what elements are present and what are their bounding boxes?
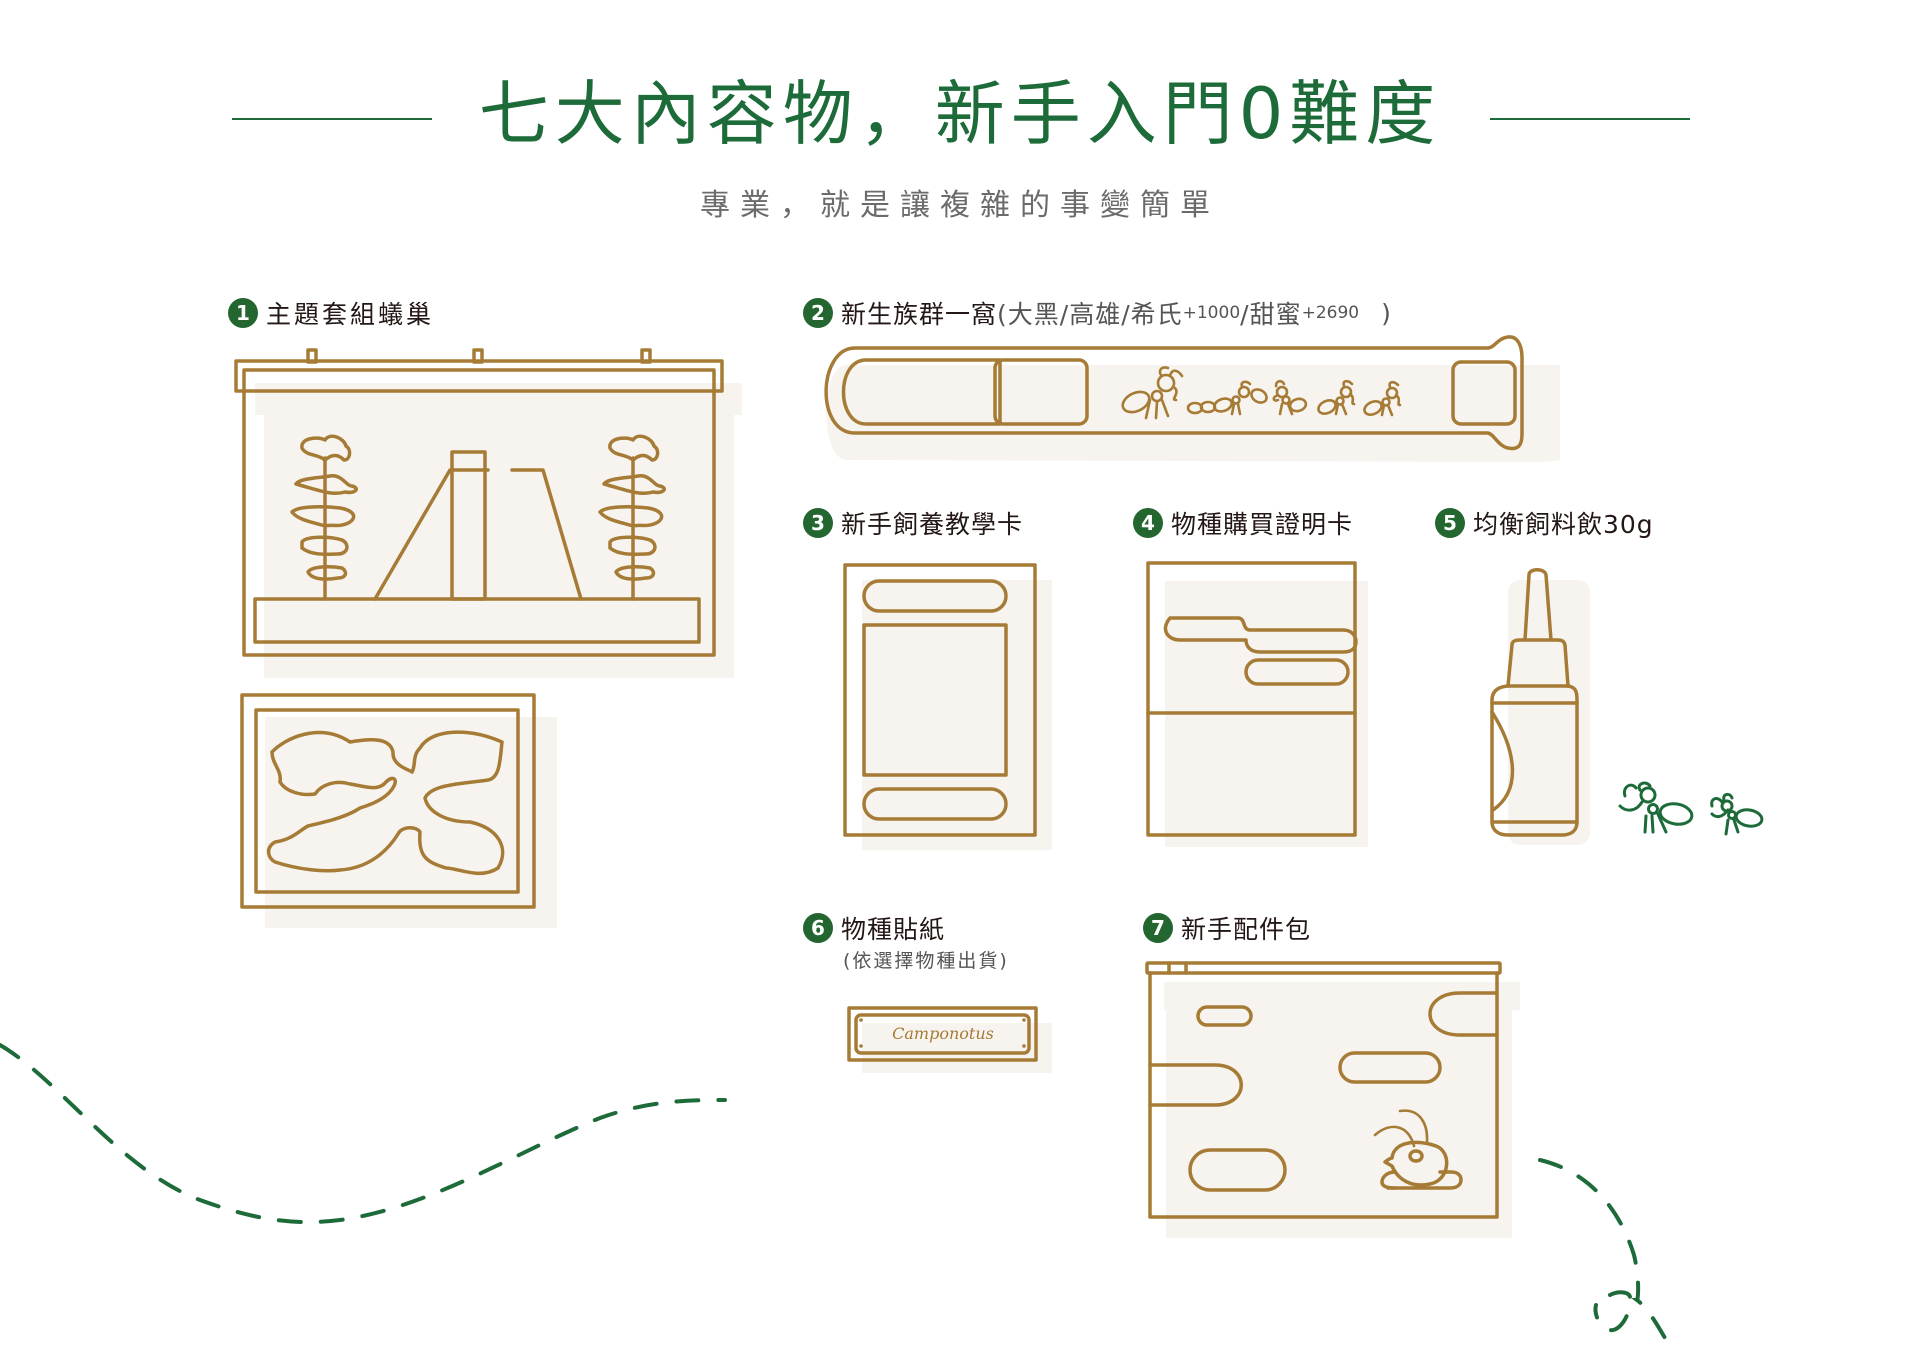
ants-icon [1121, 366, 1402, 420]
item-6-heading: 6 物種貼紙 [803, 910, 945, 946]
species-options: (大黑/高雄/希氏 [997, 300, 1183, 329]
nest-board-illustration [240, 693, 557, 928]
species-sticker-illustration: Camponotus [847, 1006, 1052, 1073]
decorative-ants-icon [1618, 781, 1764, 836]
item-number-badge: 1 [228, 298, 258, 328]
item-label: 新生族群一窩 [841, 300, 998, 329]
item-number-badge: 3 [803, 508, 833, 538]
item-number-badge: 2 [803, 298, 833, 328]
species-price-addon: +2690 [1301, 303, 1360, 323]
page-subtitle: 專業，就是讓複雜的事變簡單 [700, 188, 1220, 223]
test-tube-illustration [824, 335, 1560, 462]
item-4-heading: 4 物種購買證明卡 [1133, 505, 1353, 541]
item-label: 主題套組蟻巢 [266, 300, 435, 329]
item-label: 物種貼紙 [841, 915, 946, 944]
terrarium-illustration [234, 348, 742, 678]
item-7-heading: 7 新手配件包 [1143, 910, 1311, 946]
item-2-heading: 2 新生族群一窩 (大黑/高雄/希氏 +1000 /甜蜜 +2690 ) [803, 295, 1392, 331]
item-number-badge: 5 [1435, 508, 1465, 538]
species-price-addon: +1000 [1182, 303, 1241, 323]
species-options-more: /甜蜜 [1240, 300, 1302, 329]
feed-bottle-illustration [1490, 568, 1590, 845]
decorative-dashed-path-left [0, 1043, 727, 1225]
item-label: 物種購買證明卡 [1171, 510, 1354, 539]
sticker-text: Camponotus [892, 1024, 994, 1043]
item-label: 新手配件包 [1181, 915, 1312, 944]
page-title: 七大內容物，新手入門0難度 [478, 73, 1442, 155]
decorative-dashed-path-right [1538, 1158, 1674, 1350]
item-label: 均衡飼料飲30g [1473, 510, 1654, 539]
care-guide-card-illustration [843, 563, 1052, 850]
item-number-badge: 6 [803, 913, 833, 943]
certificate-card-illustration [1146, 561, 1368, 847]
item-label: 新手飼養教學卡 [841, 510, 1024, 539]
item-number-badge: 4 [1133, 508, 1163, 538]
species-options-close: ) [1381, 298, 1392, 328]
title-rule-right [1490, 118, 1690, 120]
item-number-badge: 7 [1143, 913, 1173, 943]
item-3-heading: 3 新手飼養教學卡 [803, 505, 1023, 541]
title-rule-left [232, 118, 432, 120]
decorative-dashed-loop [1593, 1290, 1633, 1333]
item-1-heading: 1 主題套組蟻巢 [228, 295, 434, 331]
item-6-note: (依選擇物種出貨) [843, 950, 1009, 972]
accessory-kit-illustration [1145, 961, 1520, 1238]
item-5-heading: 5 均衡飼料飲30g [1435, 505, 1654, 541]
